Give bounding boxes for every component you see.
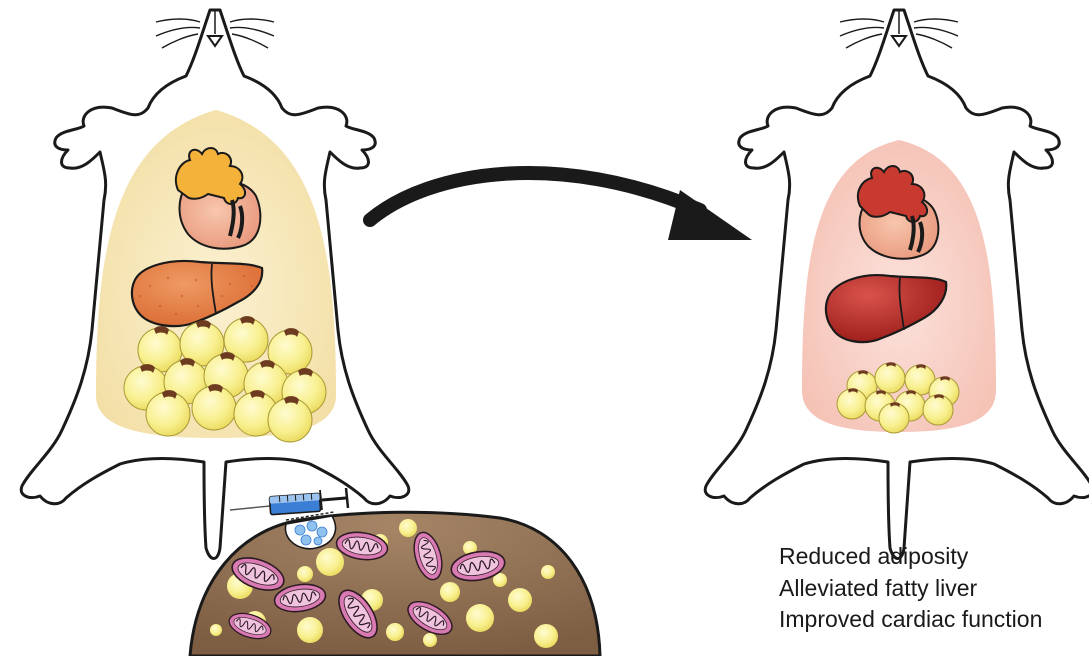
heart-icon	[174, 147, 262, 250]
syringe-icon	[229, 487, 350, 516]
liver-icon	[824, 274, 948, 344]
outcome-list: Reduced adiposity Alleviated fatty liver…	[779, 541, 1042, 636]
outcome-cardiac-function: Improved cardiac function	[779, 606, 1043, 632]
injected-cells	[284, 511, 337, 550]
outcome-fatty-liver: Alleviated fatty liver	[779, 574, 978, 601]
adipocyte-cluster-large	[123, 315, 327, 443]
transition-arrow	[363, 166, 752, 240]
outcome-adiposity: Reduced adiposity	[779, 543, 969, 569]
brown-adipose-tissue-graft	[188, 510, 602, 656]
obese-mouse	[19, 8, 411, 560]
lean-mouse	[703, 8, 1089, 560]
whiskers-icon	[155, 18, 275, 49]
whiskers-icon	[839, 18, 959, 49]
liver-icon	[130, 259, 264, 328]
lipid-droplets	[210, 519, 558, 648]
heart-icon	[856, 165, 940, 260]
